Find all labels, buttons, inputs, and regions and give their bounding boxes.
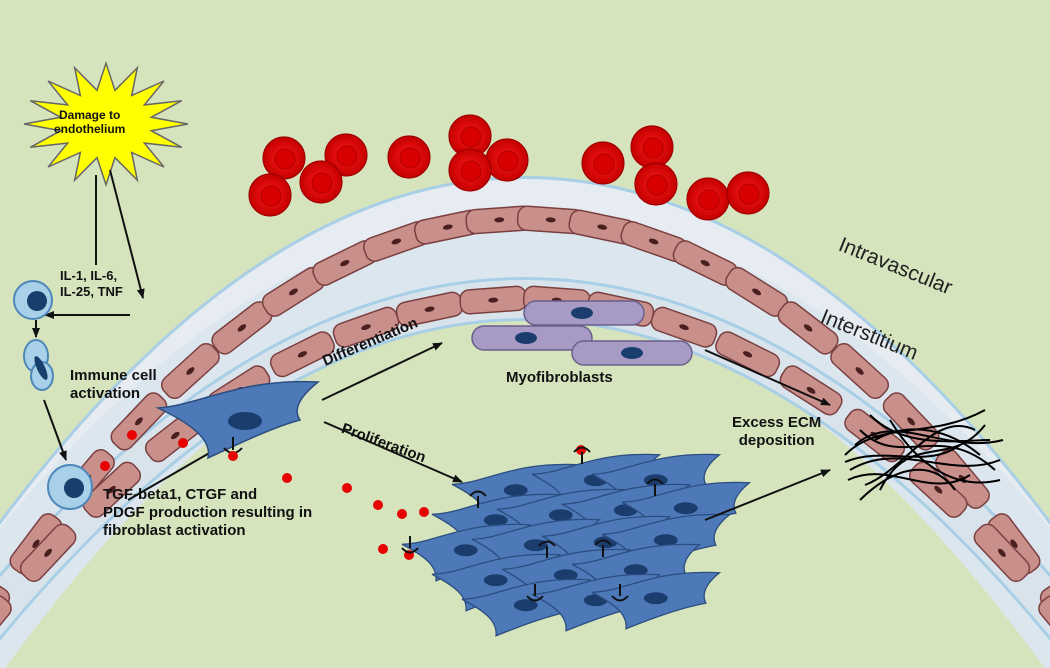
- growth-factor-dot: [127, 430, 137, 440]
- cytokines-label: IL-1, IL-6, IL-25, TNF: [60, 268, 123, 299]
- endothelial-cell: [568, 209, 637, 245]
- endothelial-cell: [1038, 594, 1050, 656]
- endothelial-cell: [82, 461, 142, 518]
- endothelial-cell: [19, 523, 77, 583]
- outer-endothelial-layer: [0, 205, 1050, 647]
- red-blood-cells: [248, 114, 770, 221]
- endothelial-cell: [1039, 584, 1050, 647]
- receptor-icon: [573, 446, 591, 464]
- red-blood-cell: [630, 125, 674, 169]
- immune-cell-1: [13, 280, 53, 320]
- endothelial-cell: [777, 301, 839, 355]
- ecm-fiber: [869, 414, 991, 443]
- red-blood-cell: [248, 173, 292, 217]
- proliferation-to-ecm-arrow: [704, 469, 831, 521]
- growth-factor-dot: [419, 507, 429, 517]
- myofibroblasts: [471, 300, 693, 366]
- red-blood-cell: [686, 177, 730, 221]
- blood-vessel: [0, 176, 1050, 668]
- ecm-fiber: [847, 473, 971, 485]
- growth-factor-dot: [373, 500, 383, 510]
- receptor-icon: [401, 536, 419, 554]
- immune-activation-label: Immune cell activation: [70, 367, 157, 402]
- receptor-icon: [646, 478, 664, 496]
- ecm-fiber: [844, 444, 961, 463]
- endothelial-cell: [0, 594, 12, 656]
- endothelial-cell: [516, 205, 585, 235]
- ecm-fiber: [864, 424, 976, 486]
- differentiation-arrow: [321, 342, 443, 401]
- ecm-fiber: [854, 430, 1004, 446]
- red-blood-cell: [387, 135, 431, 179]
- ecm-fiber: [889, 419, 1001, 484]
- growth-factor-label: TGF-beta1, CTGF and PDGF production resu…: [103, 486, 313, 539]
- growth-factor-dot: [282, 473, 292, 483]
- red-blood-cell: [726, 171, 770, 215]
- inner-endothelial-layer: [0, 285, 1050, 656]
- receptor-icon: [526, 584, 544, 602]
- red-blood-cell: [634, 162, 678, 206]
- immune-arrow-2: [43, 399, 67, 461]
- ecm-fiber: [879, 424, 986, 491]
- endothelial-cell: [0, 584, 11, 647]
- growth-factor-dot: [397, 509, 407, 519]
- endothelial-cell: [110, 392, 168, 451]
- endothelial-cell: [715, 331, 781, 378]
- receptor-icon: [611, 584, 629, 602]
- activation-arrow: [127, 447, 219, 501]
- immune-cell-activated: [47, 464, 93, 510]
- ecm-fiber: [859, 468, 956, 501]
- immune-cell-transmigrating: [23, 339, 54, 391]
- damage-label: Damage to endothelium: [54, 108, 126, 137]
- red-blood-cell: [448, 148, 492, 192]
- activated-fibroblast: [155, 380, 320, 461]
- red-blood-cell: [581, 141, 625, 185]
- endothelial-cell: [830, 342, 890, 400]
- growth-factor-dot: [100, 461, 110, 471]
- endothelial-cell: [650, 306, 718, 348]
- red-blood-cell: [448, 114, 492, 158]
- ecm-label: Excess ECM deposition: [732, 414, 822, 449]
- receptor-icon: [538, 540, 556, 558]
- ecm-fiber: [874, 428, 981, 456]
- ecm-fiber: [859, 429, 996, 471]
- red-blood-cell: [262, 136, 306, 180]
- ecm-fibers: [844, 409, 1004, 501]
- ecm-fiber: [844, 409, 986, 456]
- endothelial-cell: [973, 523, 1031, 583]
- endothelial-cell: [269, 331, 335, 378]
- proliferation-arrow: [323, 421, 463, 483]
- receptor-icon: [594, 539, 612, 557]
- myofibroblasts-label: Myofibroblasts: [506, 369, 613, 386]
- fibroblast-cell: [591, 571, 722, 630]
- red-blood-cell: [324, 133, 368, 177]
- proliferated-fibroblasts: [401, 446, 752, 637]
- growth-factor-dot: [342, 483, 352, 493]
- growth-factor-dot: [378, 544, 388, 554]
- receptor-icon: [469, 490, 487, 508]
- red-blood-cell: [299, 160, 343, 204]
- damage-star-icon: [23, 60, 189, 188]
- endothelial-cell: [160, 342, 220, 400]
- growth-factor-dot: [178, 438, 188, 448]
- red-blood-cell: [485, 138, 529, 182]
- damage-arrow-1: [109, 169, 145, 299]
- endothelial-cell: [459, 285, 528, 315]
- myofibroblast-to-ecm-arrow: [704, 349, 831, 406]
